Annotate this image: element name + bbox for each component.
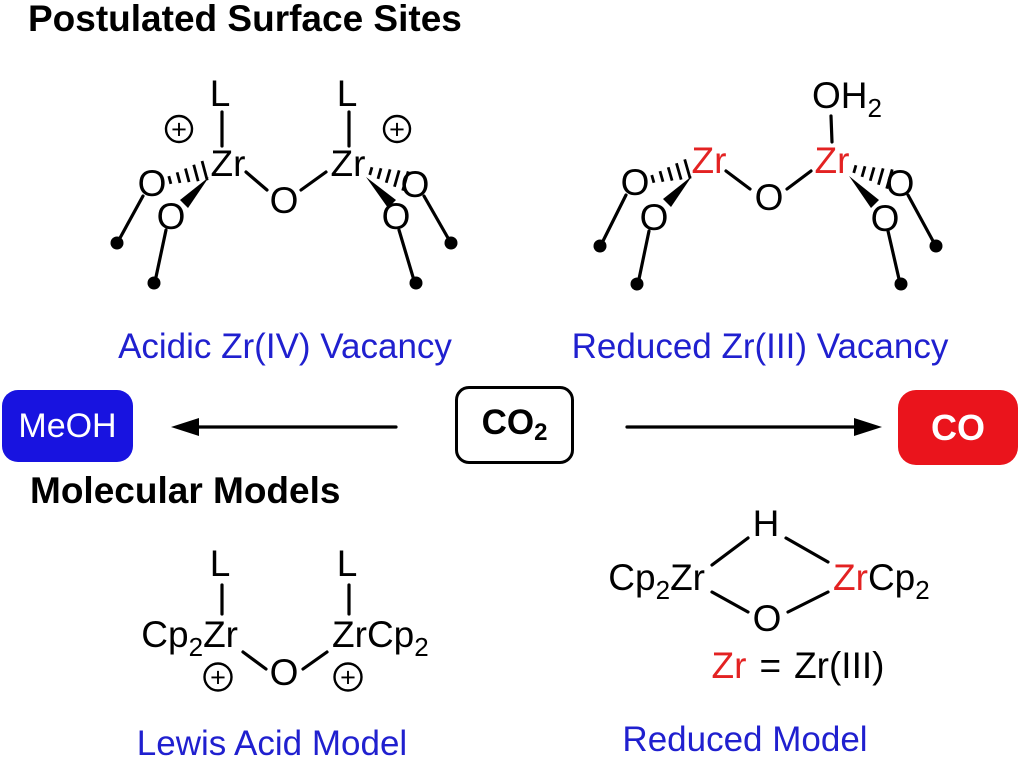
bond-o-zr [299, 170, 328, 192]
oxygen-label: O [382, 196, 411, 237]
bold-wedge [366, 177, 396, 208]
bond-zr-h [710, 536, 750, 567]
bond-zr-o [710, 590, 750, 614]
hydride-label: H [753, 503, 780, 544]
caption-acidic-vacancy: Acidic Zr(IV) Vacancy [118, 327, 452, 366]
co-label: CO [931, 406, 985, 448]
reduced-model-structure: H Cp2Zr ZrCp2 O Zr=Zr(III) [608, 503, 929, 686]
plus-charge-icon: + [382, 115, 412, 145]
bold-wedge [663, 176, 692, 207]
ligand-label: L [337, 73, 358, 114]
bond-o-zr [786, 590, 830, 614]
surface-bond [118, 194, 145, 240]
oxygen-label: O [640, 197, 669, 238]
svg-text:+: + [389, 115, 405, 145]
hashed-wedge [650, 158, 692, 184]
co2-label: CO2 [481, 403, 548, 446]
surface-dot [147, 276, 161, 290]
plus-charge-icon: + [203, 662, 233, 693]
hashed-wedge [368, 166, 410, 192]
caption-reduced-vacancy: Reduced Zr(III) Vacancy [571, 327, 949, 366]
svg-text:+: + [340, 663, 356, 693]
aqua-ligand-label: OH2 [812, 75, 882, 123]
surface-bond [886, 229, 901, 281]
plus-charge-icon: + [164, 115, 194, 145]
ligand-label: L [337, 543, 358, 584]
bond-o-zr [785, 169, 813, 191]
bold-wedge [849, 176, 879, 208]
meoh-label: MeOH [18, 406, 117, 445]
zrcp2-label: ZrCp2 [332, 614, 429, 662]
ligand-label: L [210, 543, 231, 584]
surface-bond [154, 228, 168, 279]
caption-lewis-acid-model: Lewis Acid Model [136, 724, 408, 763]
ligand-label: L [210, 73, 231, 114]
oxygen-label: O [157, 196, 186, 237]
oxygen-label: O [621, 162, 650, 203]
bond-h-zr [784, 536, 830, 564]
bold-wedge [180, 177, 209, 208]
co2-reactant-box: CO2 [455, 386, 574, 464]
svg-text:+: + [210, 663, 226, 693]
svg-text:+: + [171, 115, 187, 145]
surface-dot [630, 277, 644, 291]
zr-legend: Zr=Zr(III) [712, 645, 885, 686]
plus-charge-icon: + [333, 662, 363, 693]
surface-dot [894, 277, 908, 291]
bond-zr-o [244, 170, 269, 192]
surface-dot [444, 236, 458, 250]
zr-label: Zr [211, 143, 246, 184]
oxygen-label: O [753, 598, 782, 639]
oxygen-label: O [755, 177, 784, 218]
zr-label: Zr [331, 143, 366, 184]
page-title: Postulated Surface Sites [28, 0, 462, 39]
surface-dot [593, 239, 607, 253]
surface-bond [422, 194, 450, 240]
oxygen-label: O [138, 163, 167, 204]
oxygen-label: O [871, 198, 900, 239]
bond-zr-o [724, 169, 752, 191]
cp2zr-label: Cp2Zr [608, 557, 705, 605]
left-arrow-icon [171, 418, 398, 436]
reduced-site-structure: OH2 Zr Zr O O O O O [593, 75, 943, 291]
surface-dot [409, 276, 423, 290]
surface-bond [397, 228, 415, 279]
zr-red-label: Zr [692, 140, 727, 181]
zrcp2-red-label: ZrCp2 [833, 557, 930, 605]
caption-reduced-model: Reduced Model [622, 720, 868, 759]
surface-bond [637, 229, 651, 281]
oxygen-label: O [270, 652, 299, 693]
surface-dot [110, 236, 124, 250]
acidic-site-structure: + + L L Zr Zr O O O O O [110, 73, 458, 290]
hashed-wedge [167, 160, 209, 185]
right-arrow-icon [625, 418, 882, 436]
cp2zr-label: Cp2Zr [141, 614, 238, 662]
co-product-box: CO [898, 390, 1018, 465]
bond-o-zr [301, 650, 329, 671]
oxygen-label: O [270, 180, 299, 221]
lewis-acid-model-structure: + + L L Cp2Zr ZrCp2 O [141, 543, 428, 693]
zr-red-label: Zr [815, 140, 850, 181]
surface-bond [906, 193, 935, 243]
meoh-product-box: MeOH [2, 390, 133, 462]
oxygen-label: O [886, 163, 915, 204]
models-heading: Molecular Models [30, 470, 341, 511]
bond-oh2-zr [829, 114, 834, 144]
hashed-wedge [852, 164, 894, 190]
oxygen-label: O [401, 164, 430, 205]
surface-bond [601, 193, 628, 243]
bond-zr-o [241, 650, 268, 671]
surface-dot [929, 239, 943, 253]
